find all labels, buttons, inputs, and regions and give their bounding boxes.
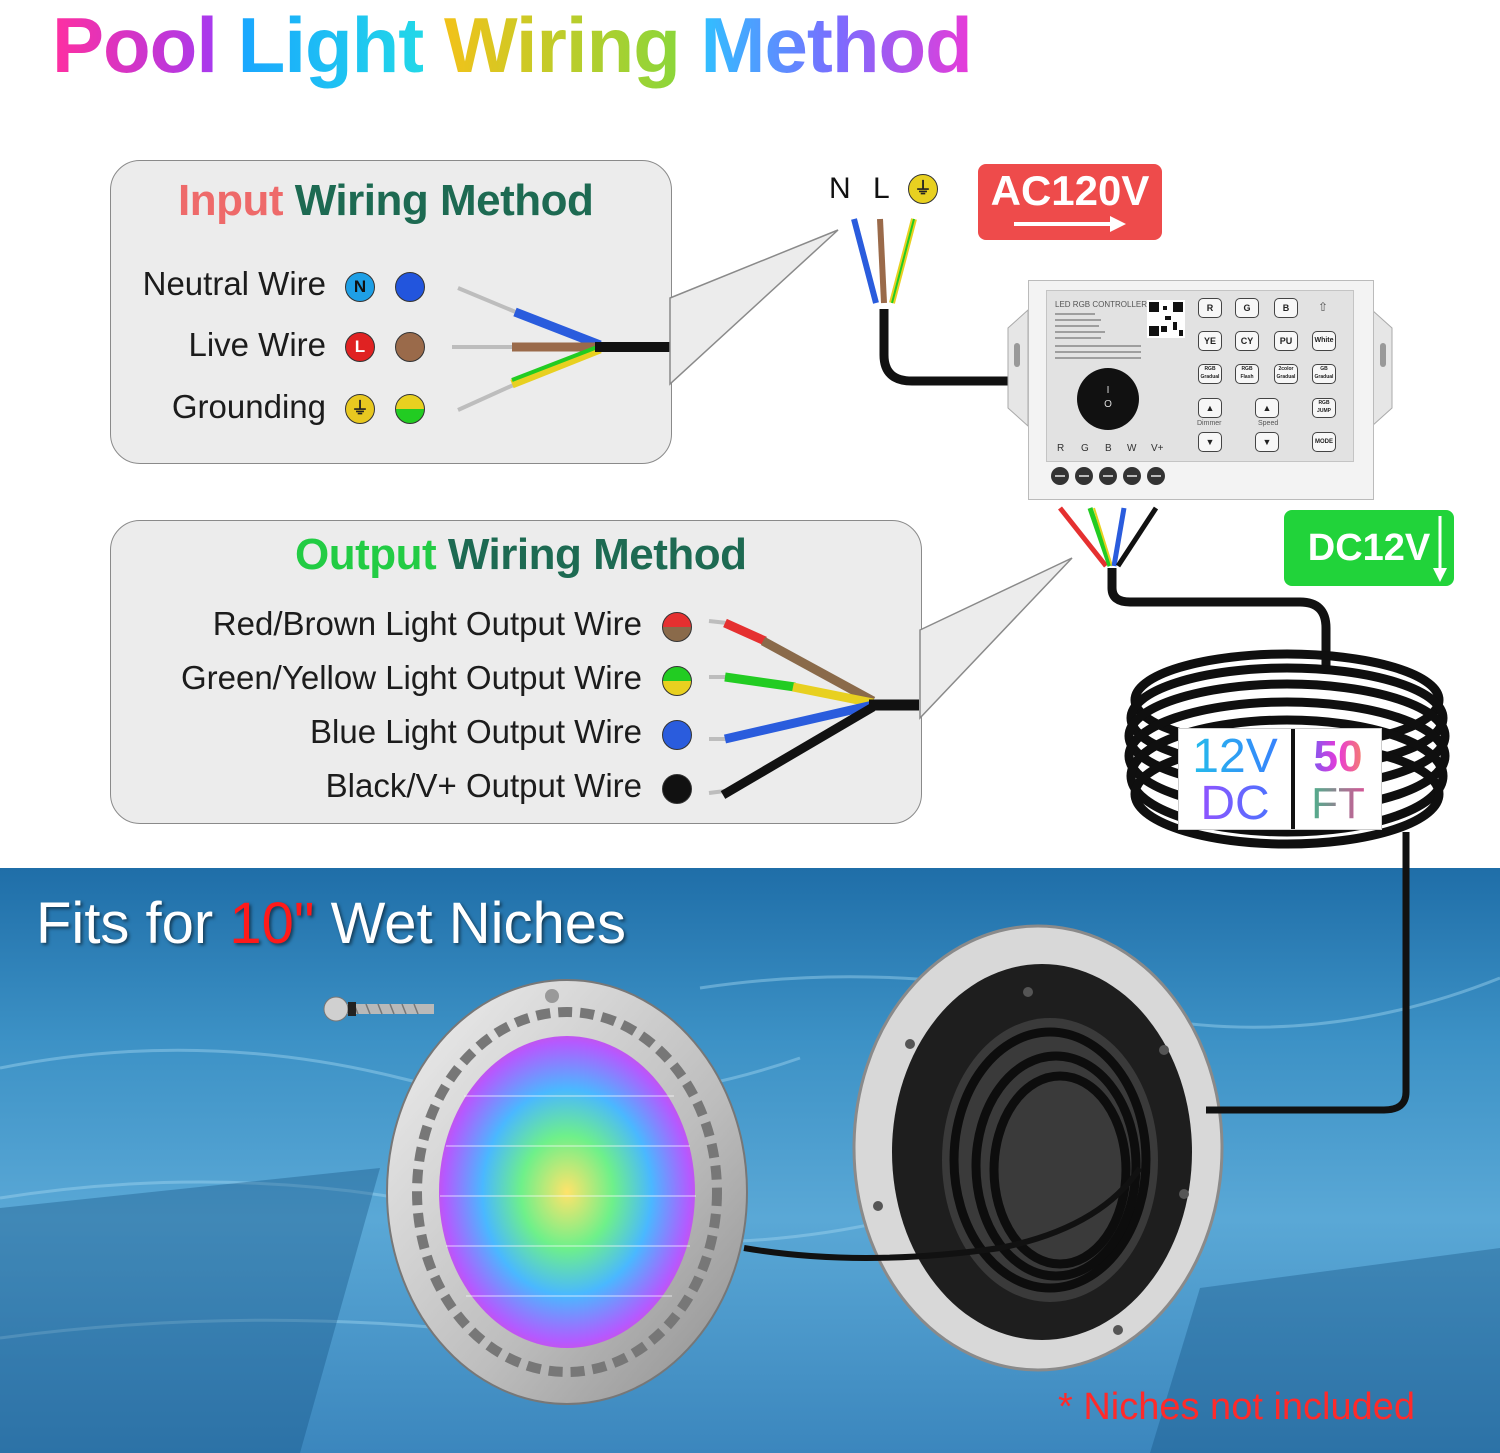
dimmer-down-button[interactable]: ▼: [1198, 432, 1222, 452]
output-cable-top: [1058, 506, 1331, 668]
cable-voltage-cell: 12V DC: [1179, 729, 1295, 829]
ground-symbol-icon: ⏚: [345, 394, 375, 424]
output-callout-pointer: [919, 557, 1073, 720]
pool-light-fixture: [386, 979, 748, 1405]
controller-spec-lines: [1055, 313, 1141, 359]
supply-ground-icon: ⏚: [908, 174, 938, 204]
input-wire-bundle: [452, 286, 672, 412]
button-mode[interactable]: MODE: [1312, 432, 1336, 452]
button-gb-gradual[interactable]: GB Gradual: [1312, 364, 1336, 384]
green-yellow-output-label: Green/Yellow Light Output Wire: [180, 659, 642, 696]
wet-niche-housing: [852, 924, 1224, 1372]
output-wiring-panel: [110, 520, 922, 824]
input-wiring-panel: [110, 160, 672, 464]
pool-water-caustics: [0, 975, 1500, 1453]
red-brown-output-label: Red/Brown Light Output Wire: [212, 605, 642, 642]
button-rgb-jump[interactable]: RGB JUMP: [1312, 398, 1336, 418]
light-cable: [743, 832, 1410, 1261]
input-callout-pointer: [669, 229, 839, 386]
blue-color-dot: [662, 720, 692, 750]
supply-cable: [851, 218, 1030, 386]
speed-up-button[interactable]: ▲: [1255, 398, 1279, 418]
blue-output-label: Blue Light Output Wire: [310, 713, 642, 750]
button-b[interactable]: B: [1274, 298, 1298, 318]
button-g[interactable]: G: [1235, 298, 1259, 318]
terminal-label-w: W: [1127, 443, 1137, 454]
terminal-label-vplus: V+: [1151, 443, 1164, 454]
button-rgb-flash[interactable]: RGB Flash: [1235, 364, 1259, 384]
arrow-down-icon: [1433, 516, 1447, 582]
output-panel-title: Output Wiring Method: [295, 530, 747, 580]
fits-niches-caption: Fits for 10" Wet Niches: [36, 890, 626, 957]
arrow-up-icon: ⇧: [1318, 300, 1329, 314]
mounting-screw-icon: [323, 996, 434, 1022]
black-color-dot: [662, 774, 692, 804]
dimmer-label: Dimmer: [1197, 420, 1222, 427]
supply-live-label: L: [873, 172, 890, 205]
controller-model-text: LED RGB CONTROLLER: [1055, 300, 1148, 309]
button-ye[interactable]: YE: [1198, 331, 1222, 351]
speed-down-button[interactable]: ▼: [1255, 432, 1279, 452]
caption-pre: Fits for: [36, 891, 214, 956]
power-switch[interactable]: [1077, 368, 1139, 430]
neutral-color-dot: [395, 272, 425, 302]
output-title-rest: Wiring Method: [447, 530, 747, 579]
grounding-label: Grounding: [171, 388, 326, 425]
button-cy[interactable]: CY: [1235, 331, 1259, 351]
title-word-method: Method: [700, 1, 973, 89]
output-title-highlight: Output: [295, 530, 437, 579]
input-title-rest: Wiring Method: [294, 176, 594, 225]
ac-voltage-text: AC120V: [990, 167, 1150, 214]
button-white[interactable]: White: [1312, 331, 1336, 351]
title-word-pool: Pool: [52, 1, 218, 89]
cable-length-top: 50: [1295, 733, 1381, 781]
button-2color-gradual[interactable]: 2color Gradual: [1274, 364, 1298, 384]
supply-neutral-label: N: [829, 172, 851, 205]
controller-mount-ears: [1007, 308, 1393, 428]
ground-color-dot: [395, 394, 425, 424]
green-yellow-color-dot: [662, 666, 692, 696]
cable-voltage-bottom: DC: [1179, 780, 1291, 828]
dc-voltage-badge: DC12V: [1284, 510, 1454, 586]
caption-post: Wet Niches: [330, 891, 627, 956]
title-word-wiring: Wiring: [443, 1, 681, 89]
input-panel-title: Input Wiring Method: [178, 176, 594, 226]
qr-code-icon: [1147, 300, 1185, 338]
niches-not-included-note: * Niches not included: [1058, 1386, 1415, 1428]
cable-spec-label: 12V DC 50 FT: [1178, 728, 1382, 830]
neutral-wire-label: Neutral Wire: [142, 265, 326, 302]
pool-photo: [0, 868, 1500, 1453]
ac-voltage-badge: AC120V: [978, 164, 1162, 240]
dc-voltage-text: DC12V: [1307, 527, 1431, 569]
live-wire-label: Live Wire: [188, 326, 326, 363]
dimmer-up-button[interactable]: ▲: [1198, 398, 1222, 418]
button-r[interactable]: R: [1198, 298, 1222, 318]
black-vplus-output-label: Black/V+ Output Wire: [325, 767, 642, 804]
terminal-label-b: B: [1105, 443, 1112, 454]
red-brown-color-dot: [662, 612, 692, 642]
live-color-dot: [395, 332, 425, 362]
speed-label: Speed: [1258, 420, 1279, 427]
terminal-label-r: R: [1057, 443, 1065, 454]
terminal-screws: [1051, 467, 1165, 485]
button-pu[interactable]: PU: [1274, 331, 1298, 351]
neutral-symbol-icon: N: [345, 272, 375, 302]
button-rgb-gradual[interactable]: RGB Gradual: [1198, 364, 1222, 384]
cable-length-bottom: FT: [1295, 781, 1381, 827]
terminal-label-g: G: [1081, 443, 1089, 454]
cable-length-cell: 50 FT: [1295, 729, 1381, 829]
page-title: Pool Light Wiring Method: [52, 0, 973, 91]
input-title-highlight: Input: [178, 176, 284, 225]
cable-voltage-top: 12V: [1179, 733, 1291, 781]
live-symbol-icon: L: [345, 332, 375, 362]
caption-size: 10": [229, 891, 315, 956]
arrow-right-icon: [1014, 216, 1126, 232]
output-wire-bundle: [708, 618, 919, 799]
title-word-light: Light: [237, 1, 425, 89]
